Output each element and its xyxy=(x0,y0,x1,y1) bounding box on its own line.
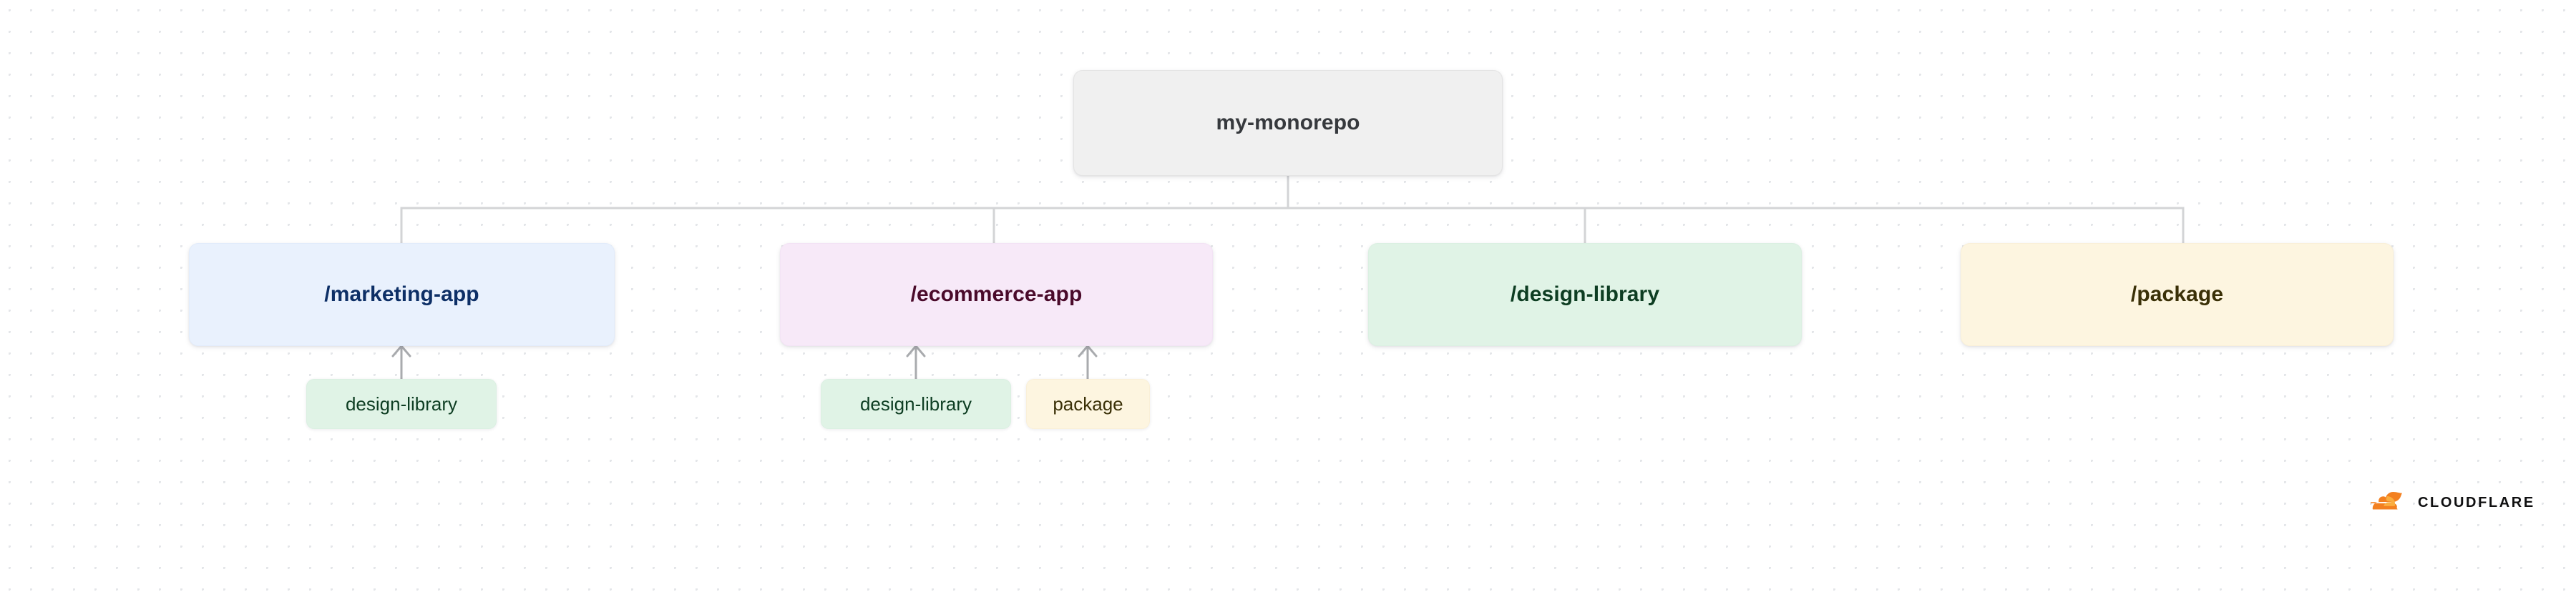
cloudflare-cloud-icon xyxy=(2370,492,2402,510)
node-my-monorepo[interactable]: my-monorepo xyxy=(1073,70,1503,176)
node-design-library[interactable]: /design-library xyxy=(1368,243,1802,346)
node-marketing-app[interactable]: /marketing-app xyxy=(189,243,615,346)
node-package[interactable]: /package xyxy=(1961,243,2394,346)
node-label-design-library: /design-library xyxy=(1510,282,1660,306)
cloudflare-logo: CLOUDFLARE xyxy=(2361,492,2535,513)
node-label-ecommerce-app: /ecommerce-app xyxy=(910,282,1083,306)
chip-marketing-dep-design-library[interactable]: design-library xyxy=(306,379,497,429)
chip-ecommerce-dep-design-library[interactable]: design-library xyxy=(821,379,1011,429)
arrowhead-ecommerce-design-library xyxy=(906,345,926,357)
node-ecommerce-app[interactable]: /ecommerce-app xyxy=(780,243,1213,346)
node-label-marketing-app: /marketing-app xyxy=(324,282,479,306)
chip-label-package: package xyxy=(1053,393,1123,415)
node-label-package: /package xyxy=(2130,282,2224,306)
arrowhead-marketing-design-library xyxy=(391,345,411,357)
node-label-my-monorepo: my-monorepo xyxy=(1216,111,1360,134)
chip-label-design-library: design-library xyxy=(345,393,458,415)
chip-ecommerce-dep-package[interactable]: package xyxy=(1026,379,1150,429)
arrowhead-ecommerce-package xyxy=(1078,345,1098,357)
cloudflare-wordmark: CLOUDFLARE xyxy=(2418,495,2535,510)
chip-label-design-library: design-library xyxy=(859,393,972,415)
